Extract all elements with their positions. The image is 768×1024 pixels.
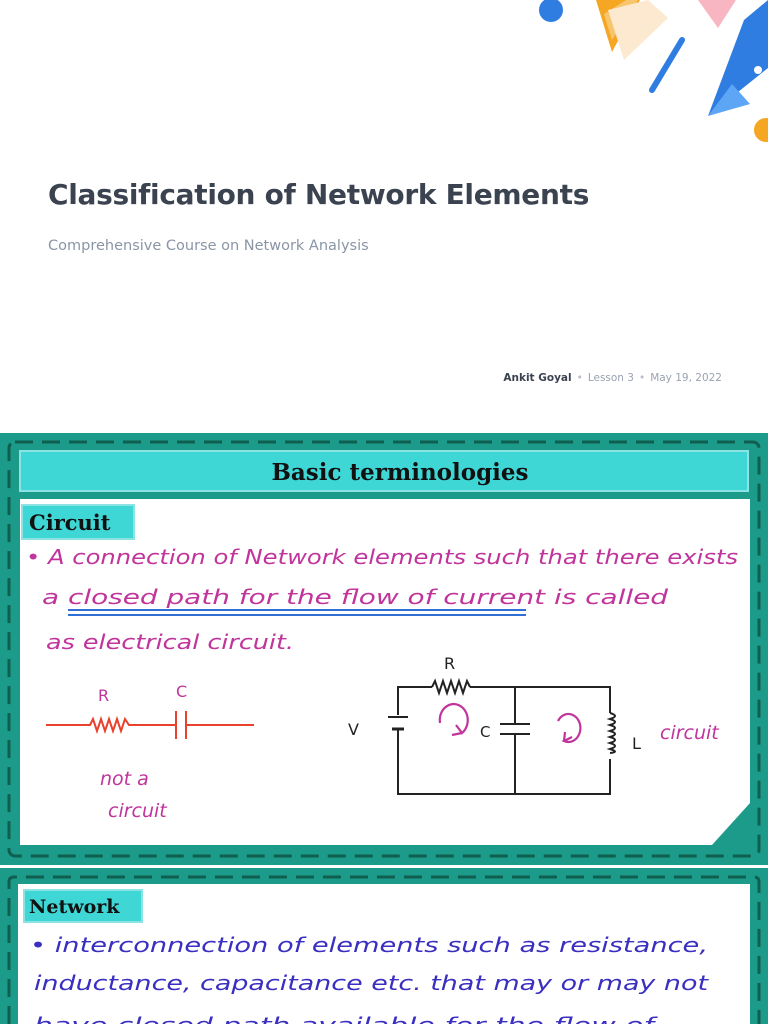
- definition-line-2: a closed path for the flow of current is…: [42, 585, 668, 609]
- circuit-voltage-label: V: [348, 720, 359, 739]
- page-title: Classification of Network Elements: [48, 178, 590, 211]
- circuit-capacitor-label: C: [480, 723, 490, 741]
- resistor-label: R: [98, 686, 109, 705]
- circuit-diagram: [388, 677, 616, 795]
- section-label: Circuit: [29, 510, 111, 535]
- dashed-border: [7, 875, 761, 1024]
- loop-arrow-icon: [438, 703, 469, 737]
- wire: [397, 729, 611, 795]
- circuit-resistor-label: R: [444, 654, 455, 673]
- stationery-decoration-icon: [539, 0, 768, 142]
- heading-band: [19, 450, 749, 492]
- not-a-circuit-diagram: R C not a circuit: [46, 682, 254, 822]
- section-label: Network: [29, 896, 120, 918]
- lesson-date: May 19, 2022: [650, 372, 722, 384]
- content-area: [20, 499, 750, 845]
- author-name: Ankit Goyal: [503, 372, 572, 384]
- lesson-number: Lesson 3: [587, 372, 634, 384]
- network-line-3: have closed path available for the flow …: [34, 1013, 658, 1024]
- not-circuit-caption-1: not a: [100, 768, 149, 790]
- course-subtitle: Comprehensive Course on Network Analysis: [48, 238, 369, 254]
- network-line-1: • interconnection of elements such as re…: [30, 933, 708, 957]
- meta-separator: •: [576, 372, 583, 384]
- dashed-border: [7, 440, 761, 858]
- not-circuit-caption-2: circuit: [108, 800, 168, 822]
- wire: [470, 686, 611, 713]
- title-slide: Classification of Network Elements Compr…: [0, 0, 768, 432]
- definition-line-1: • A connection of Network elements such …: [26, 545, 738, 569]
- lesson-meta: Ankit Goyal • Lesson 3 • May 19, 2022: [503, 372, 722, 384]
- section-label-box: [23, 889, 143, 923]
- loop-arrow-icon: [557, 712, 582, 744]
- circuit-caption: circuit: [660, 722, 720, 744]
- circuit-inductor-label: L: [632, 734, 641, 753]
- meta-separator: •: [638, 372, 646, 384]
- section-label-box: [21, 504, 135, 540]
- definition-line-3: as electrical circuit.: [46, 630, 294, 654]
- inductor-icon: [606, 712, 616, 754]
- wire: [397, 686, 432, 715]
- slide-1-canvas: Basic terminologies Circuit • A connecti…: [7, 440, 761, 858]
- loop-current-arrows: [438, 703, 582, 744]
- network-line-2: inductance, capacitance etc. that may or…: [34, 971, 710, 995]
- resistor-icon: [431, 677, 471, 697]
- capacitor-label: C: [176, 682, 187, 701]
- resistor-icon: [46, 715, 176, 735]
- slide-2-canvas: Network • interconnection of elements su…: [7, 875, 761, 1024]
- slide-heading: Basic terminologies: [271, 459, 528, 486]
